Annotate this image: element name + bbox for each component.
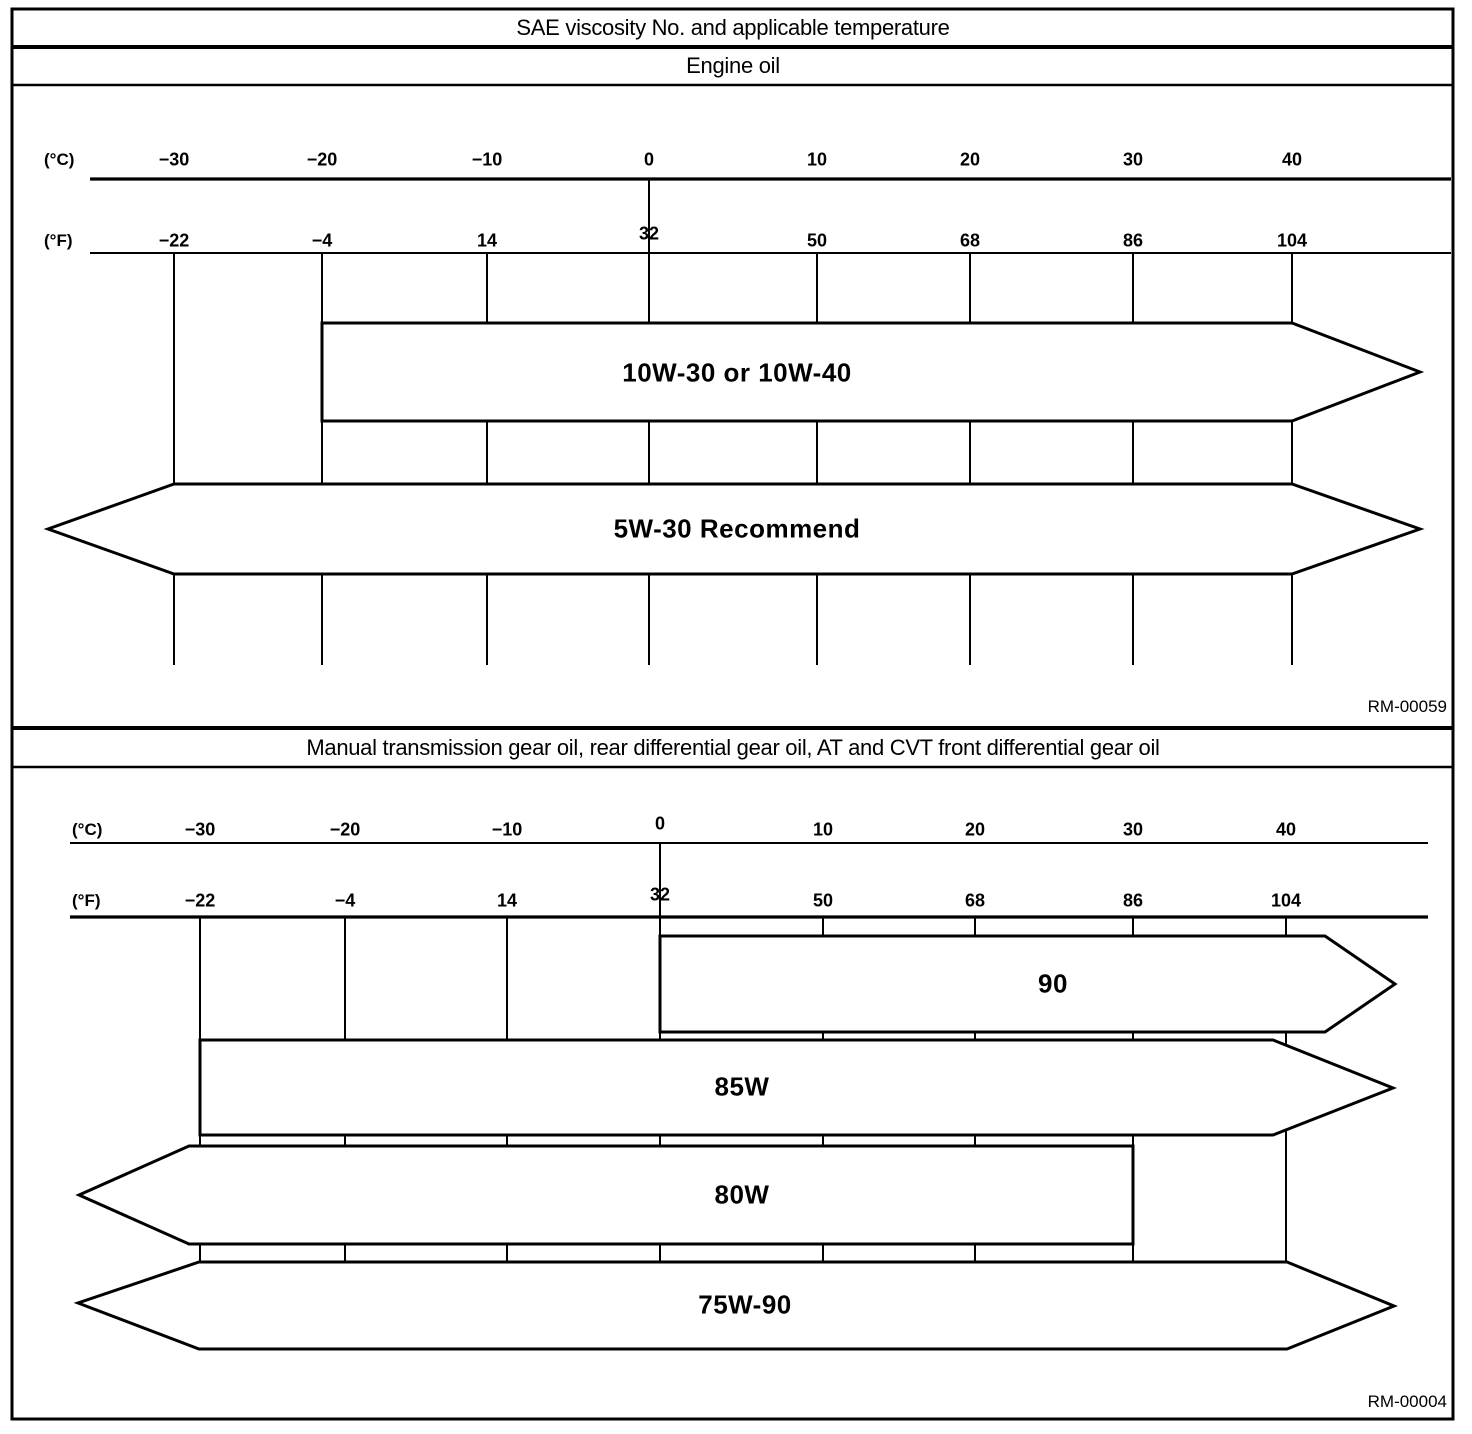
figure-ref-rm00004: RM-00004 (1367, 1392, 1447, 1411)
gear-f-tick-label: −4 (334, 890, 356, 911)
engine-f-tick-label: 32 (638, 223, 660, 244)
band-80w-shape (75, 1144, 1135, 1246)
gear-f-tick-label: 68 (964, 890, 986, 911)
band-80w-label: 80W (714, 1179, 770, 1210)
engine-c-tick-label: 40 (1281, 149, 1303, 170)
band-5w30-label: 5W-30 Recommend (613, 513, 861, 544)
engine-fahrenheit-unit-label: (°F) (44, 231, 73, 250)
engine-f-tick-label: −22 (158, 230, 190, 251)
engine-c-tick-label: 10 (806, 149, 828, 170)
engine-c-tick-label: 20 (959, 149, 981, 170)
band-85w-shape (198, 1038, 1398, 1137)
engine-c-tick-label: −20 (306, 149, 338, 170)
engine-f-tick-label: 86 (1122, 230, 1144, 251)
engine-gridlines (173, 253, 1293, 665)
band-85w-label: 85W (714, 1071, 770, 1102)
engine-f-tick-label: 14 (476, 230, 498, 251)
gear-f-tick-label: 14 (496, 890, 518, 911)
figure-ref-rm00059: RM-00059 (1367, 697, 1447, 716)
gear-c-tick-label: 10 (812, 819, 834, 840)
band-75w90-label: 75W-90 (698, 1289, 792, 1320)
engine-f-tick-label: −4 (311, 230, 333, 251)
gear-c-tick-label: 40 (1275, 819, 1297, 840)
gear-c-tick-label: −20 (329, 819, 361, 840)
gear-c-tick-label: 30 (1122, 819, 1144, 840)
engine-c-tick-label: 30 (1122, 149, 1144, 170)
page-title: SAE viscosity No. and applicable tempera… (516, 15, 950, 40)
engine-f-tick-label: 50 (806, 230, 828, 251)
engine-c-tick-label: 0 (643, 149, 655, 170)
band-10w30-label: 10W-30 or 10W-40 (622, 357, 852, 388)
engine-oil-subtitle: Engine oil (686, 53, 780, 78)
gear-fahrenheit-unit-label: (°F) (72, 891, 101, 910)
band-5w30-shape (43, 482, 1425, 576)
band-90-label: 90 (1038, 968, 1068, 999)
gear-f-tick-label: 104 (1270, 890, 1302, 911)
band-10w30-shape (320, 321, 1425, 423)
engine-f-tick-label: 104 (1276, 230, 1308, 251)
outer-frame (10, 7, 1455, 1421)
engine-c-tick-label: −10 (471, 149, 503, 170)
engine-c-tick-label: −30 (158, 149, 190, 170)
engine-f-tick-label: 68 (959, 230, 981, 251)
gear-c-tick-label: −30 (184, 819, 216, 840)
gear-c-tick-label: −10 (491, 819, 523, 840)
gear-f-tick-label: 50 (812, 890, 834, 911)
gear-celsius-unit-label: (°C) (72, 820, 103, 839)
gear-f-tick-label: −22 (184, 890, 216, 911)
gear-f-tick-label: 32 (649, 884, 671, 905)
band-90-shape (658, 934, 1398, 1034)
band-75w90-shape (73, 1260, 1398, 1351)
gear-c-tick-label: 20 (964, 819, 986, 840)
gear-oil-title: Manual transmission gear oil, rear diffe… (306, 735, 1160, 760)
engine-celsius-unit-label: (°C) (44, 150, 75, 169)
gear-f-tick-label: 86 (1122, 890, 1144, 911)
gear-c-tick-label: 0 (654, 813, 666, 834)
